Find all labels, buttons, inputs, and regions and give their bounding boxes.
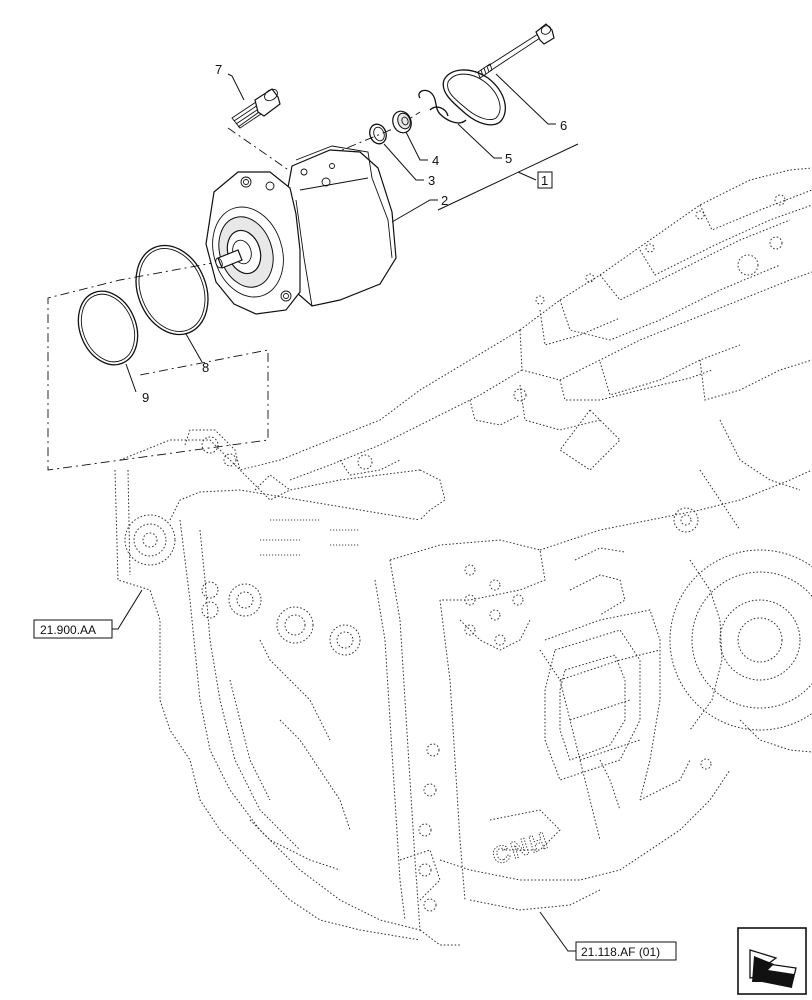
svg-text:21.118.AF (01): 21.118.AF (01) (581, 945, 660, 959)
part-3-snap-ring (369, 123, 387, 145)
callout-6: 6 (560, 118, 567, 133)
callout-9: 9 (142, 390, 149, 405)
svg-text:CNH: CNH (489, 827, 553, 871)
part-4-seal (392, 110, 412, 134)
callout-4: 4 (432, 153, 439, 168)
svg-text:21.900.AA: 21.900.AA (40, 623, 96, 637)
callout-1: 1 (541, 173, 548, 188)
callout-7: 7 (215, 62, 222, 77)
callout-1-box: 1 (537, 171, 553, 189)
part-5-spring-clip (418, 89, 467, 124)
callout-8: 8 (202, 360, 209, 375)
part-9-small-o-ring (77, 290, 139, 366)
part-7-cap-screw (231, 88, 281, 129)
part-6-bolt (477, 23, 555, 79)
leader-lines (125, 73, 579, 393)
part-8-large-o-ring (135, 244, 209, 336)
housing-marking: CNH (489, 826, 553, 871)
callout-5: 5 (505, 151, 512, 166)
callout-numbers: 7 6 5 4 3 2 1 8 9 (142, 62, 567, 405)
back-arrow-icon[interactable] (737, 927, 807, 995)
part-2-hydraulic-pump (205, 145, 397, 315)
reference-21-900-aa[interactable]: 21.900.AA (33, 589, 143, 639)
reference-21-118-af[interactable]: 21.118.AF (01) (539, 911, 677, 961)
callout-2: 2 (441, 193, 448, 208)
callout-3: 3 (428, 173, 435, 188)
part-6-oval-seal (442, 69, 506, 126)
